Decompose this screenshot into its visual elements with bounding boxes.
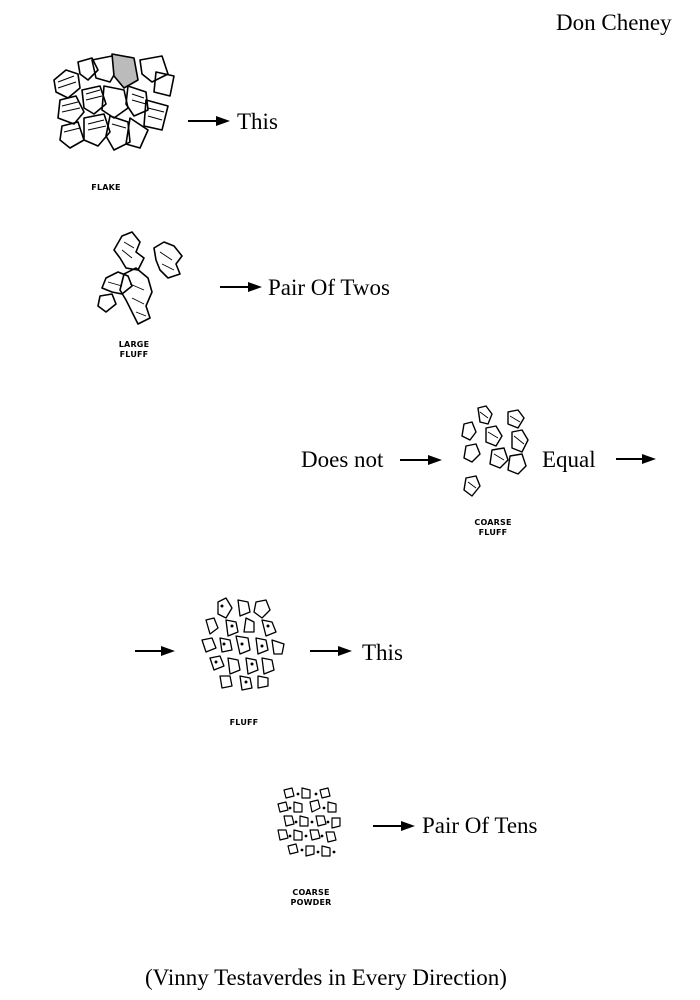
particle-label-coarse-powder: COARSE POWDER <box>290 888 332 907</box>
arrow-right-icon <box>220 282 262 292</box>
arrow-right-icon <box>310 646 352 656</box>
coarse-powder-particles-icon <box>277 787 341 857</box>
result-text-large-fluff: Pair Of Twos <box>268 275 390 300</box>
particle-label-large-fluff: LARGE FLUFF <box>118 340 150 359</box>
particle-label-flake: FLAKE <box>91 183 121 192</box>
arrow-right-icon <box>135 646 175 656</box>
coarse-fluff-particles-icon <box>461 405 529 497</box>
result-text-coarse-powder: Pair Of Tens <box>422 813 538 838</box>
arrow-right-icon <box>373 821 415 831</box>
arrow-right-icon <box>400 455 442 465</box>
caption: (Vinny Testaverdes in Every Direction) <box>145 965 507 990</box>
author-name: Don Cheney <box>556 10 672 35</box>
arrow-right-icon <box>188 116 230 126</box>
result-text-flake: This <box>237 109 278 134</box>
large-fluff-particles-icon <box>97 231 183 325</box>
result-text-fluff: This <box>362 640 403 665</box>
flake-particles-icon <box>53 53 175 151</box>
arrow-right-icon <box>616 454 656 464</box>
result-text-equal: Equal <box>542 447 596 472</box>
particle-label-coarse-fluff: COARSE FLUFF <box>474 518 512 537</box>
fluff-particles-icon <box>201 597 285 691</box>
particle-label-fluff: FLUFF <box>229 718 259 727</box>
left-text-does-not: Does not <box>301 447 384 472</box>
